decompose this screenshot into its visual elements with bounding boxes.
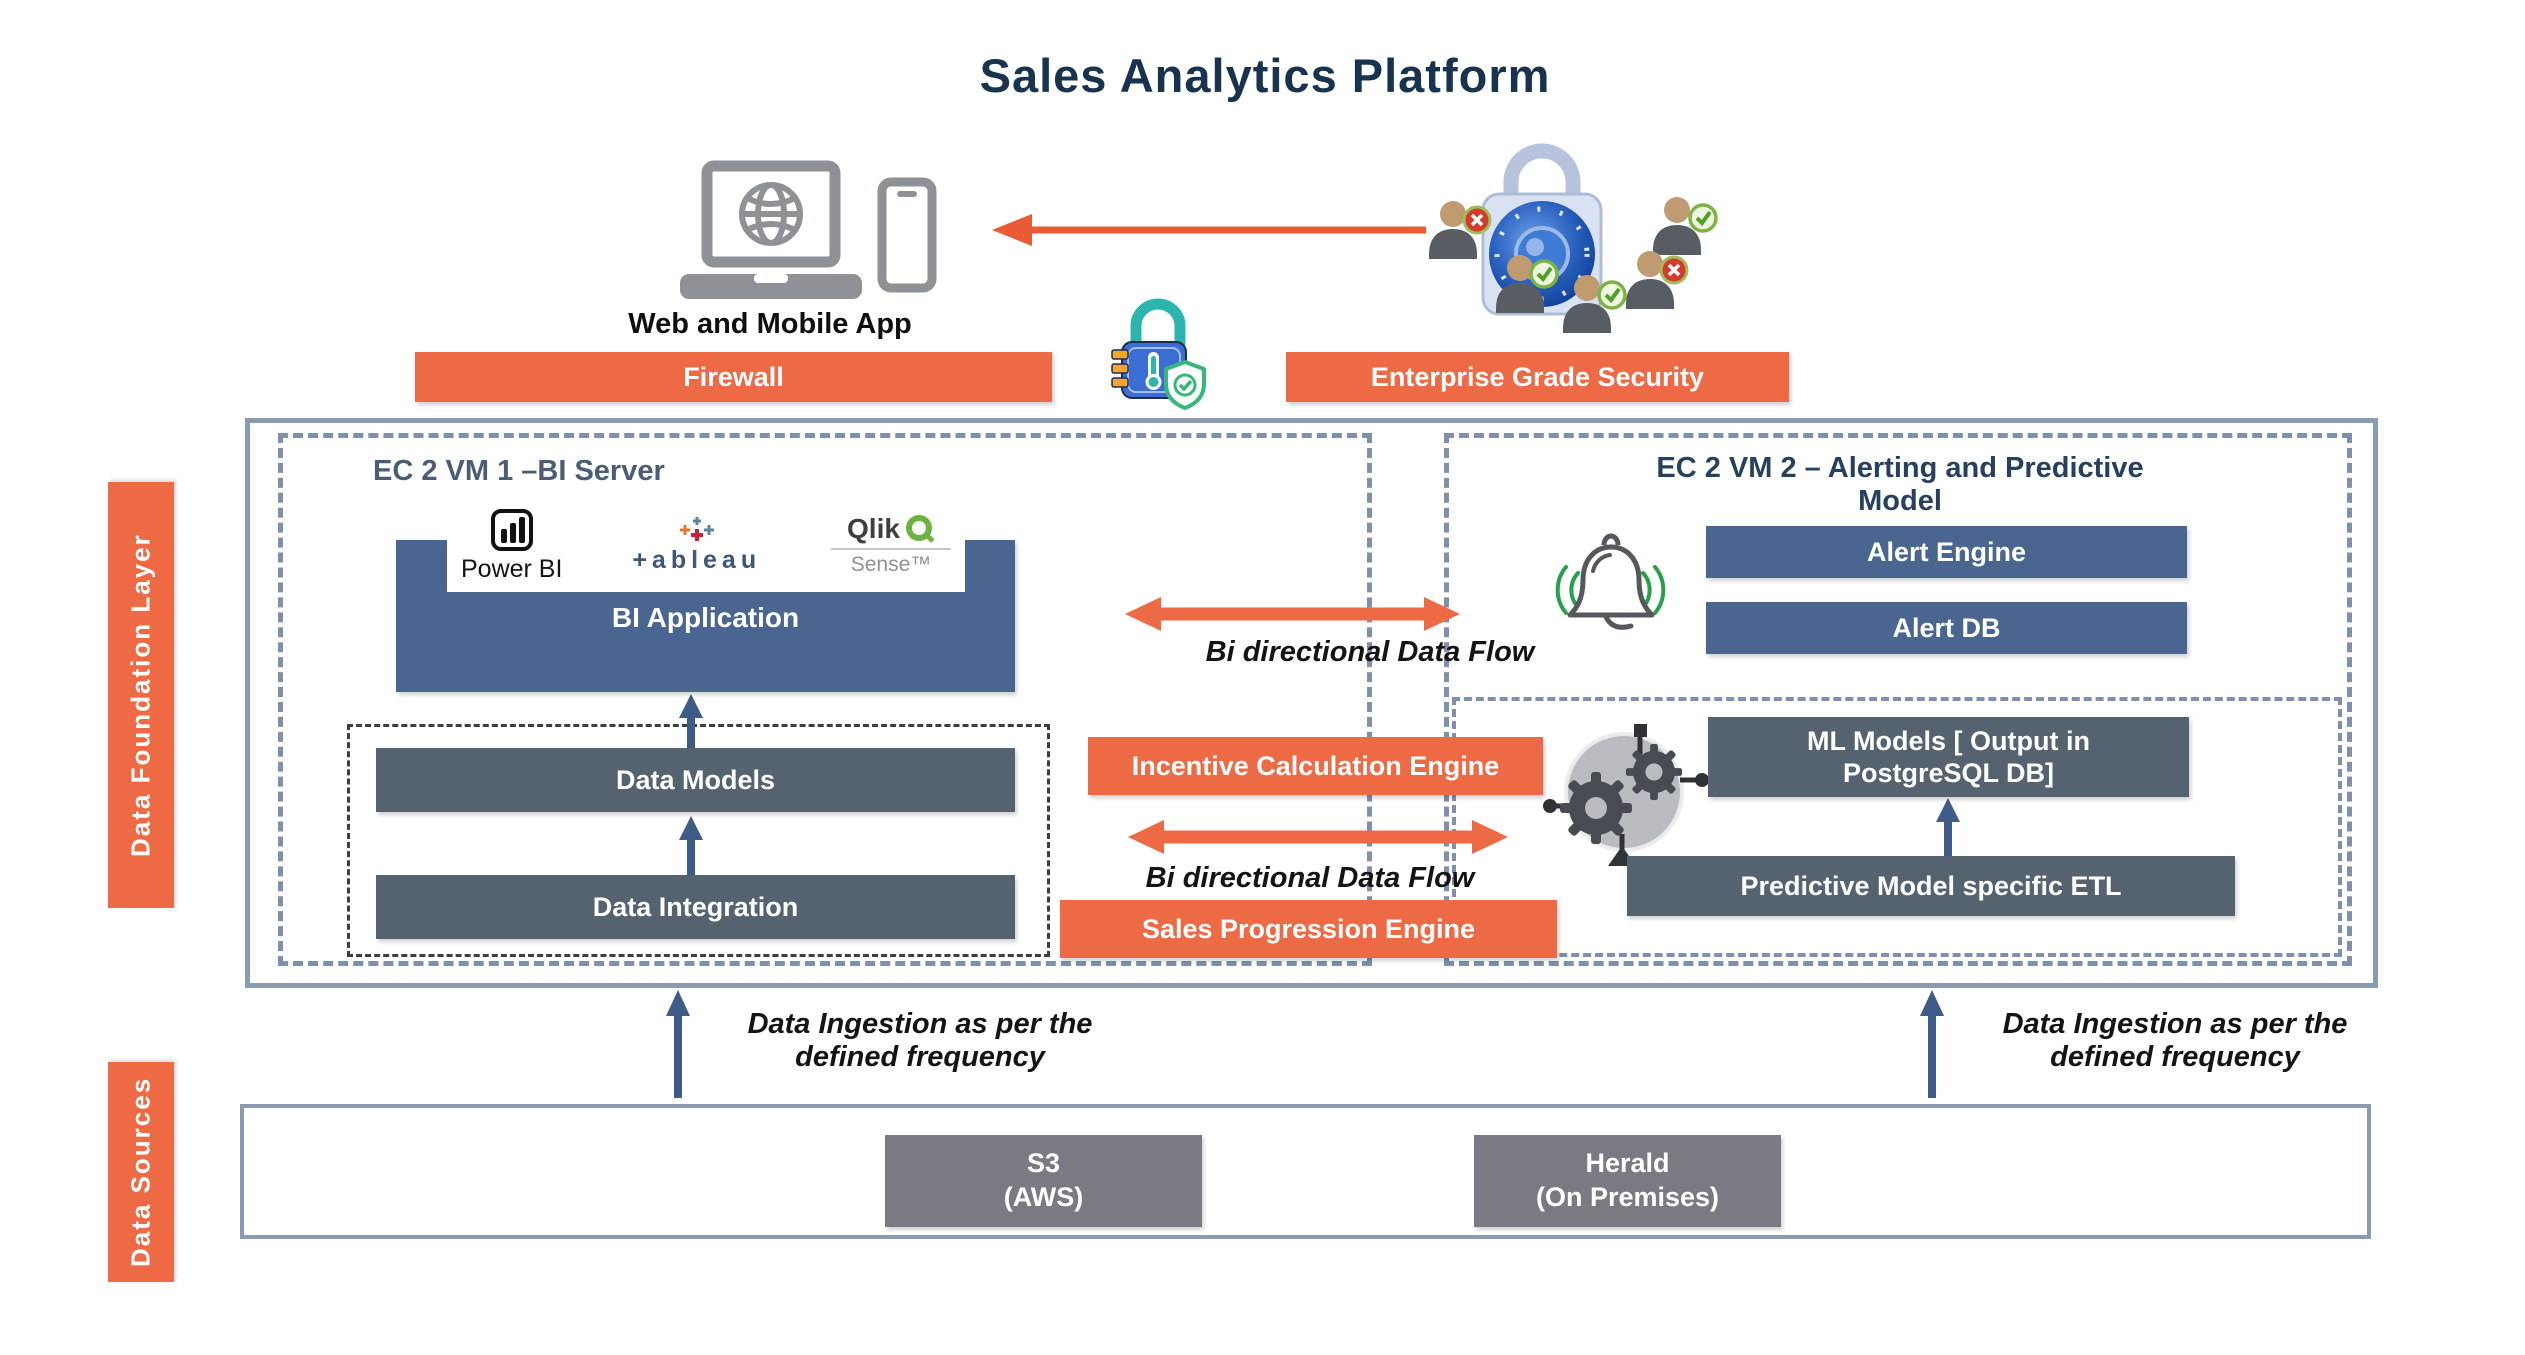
security-to-app-arrow [992,214,1426,246]
qlik-q-icon [905,515,935,543]
bi-application-label: BI Application [611,602,800,633]
models-to-bi-arrow [679,694,703,752]
bidirectional-flow-top-label: Bi directional Data Flow [1205,636,1535,668]
enterprise-security-banner: Enterprise Grade Security [1286,352,1789,402]
alert-bell-icon [1555,533,1666,630]
web-mobile-app-label: Web and Mobile App [628,308,912,340]
bidirectional-arrow-top [1125,597,1460,631]
qlik-sense-logo: Qlik Sense™ [831,513,951,577]
powerbi-label: Power BI [461,554,563,583]
incentive-engine-bar: Incentive Calculation Engine [1088,737,1543,795]
web-mobile-devices-icon [680,160,937,299]
s3-source-box: S3 (AWS) [885,1135,1202,1227]
tableau-label: +ableau [632,546,762,574]
powerbi-logo: Power BI [461,507,562,584]
qlik-sense-label: Sense™ [850,553,932,576]
bidirectional-arrow-bottom [1128,820,1508,854]
data-sources-tab: Data Sources [108,1062,174,1282]
integration-to-models-arrow [679,816,703,876]
ec2-vm1-box [278,433,1372,966]
data-models-bar: Data Models [376,748,1015,812]
firewall-banner: Firewall [415,352,1052,402]
vm2-predictive-subsystem-box [1452,697,2342,957]
bidirectional-flow-bottom-label: Bi directional Data Flow [1145,862,1475,894]
ec2-vm2-title-line1: EC 2 VM 2 – Alerting and Predictive [1656,452,2144,484]
ml-models-bar: ML Models [ Output in PostgreSQL DB] [1708,717,2189,797]
ingestion-arrow-right [1920,990,1944,1098]
vm1-data-subsystem-box [347,724,1050,957]
herald-source-box: Herald (On Premises) [1474,1135,1781,1227]
page-title: Sales Analytics Platform [979,49,1551,102]
etl-to-ml-arrow [1936,798,1960,860]
ingestion-label-right: Data Ingestion as per the defined freque… [2002,1008,2348,1074]
ec2-vm1-title: EC 2 VM 1 –BI Server [373,455,665,487]
data-integration-bar: Data Integration [376,875,1015,939]
qlik-divider [831,548,951,550]
powerbi-icon [490,508,533,551]
data-foundation-frame [245,418,2378,988]
user-access-lock-icon [1429,143,1718,333]
ec2-vm2-box [1444,433,2352,966]
ml-gears-icon [1543,724,1709,866]
alert-engine-bar: Alert Engine [1706,526,2187,578]
qlik-label: Qlik [847,513,900,544]
ingestion-label-left: Data Ingestion as per the defined freque… [747,1008,1093,1074]
tableau-logo: +ableau [632,515,761,575]
data-foundation-layer-tab: Data Foundation Layer [108,482,174,908]
bi-tools-logo-panel: Power BI +ableau Qlik S [447,498,965,592]
ec2-vm2-title: EC 2 VM 2 – Alerting and Predictive Mode… [1540,452,2260,519]
sales-progression-engine-bar: Sales Progression Engine [1060,900,1557,958]
tableau-icon [679,517,714,541]
ingestion-arrow-left [666,990,690,1098]
data-sources-frame [240,1104,2371,1239]
padlock-shield-icon [1111,298,1206,410]
ec2-vm2-title-line2: Model [1858,485,1942,518]
alert-db-bar: Alert DB [1706,602,2187,654]
predictive-etl-bar: Predictive Model specific ETL [1627,856,2235,916]
